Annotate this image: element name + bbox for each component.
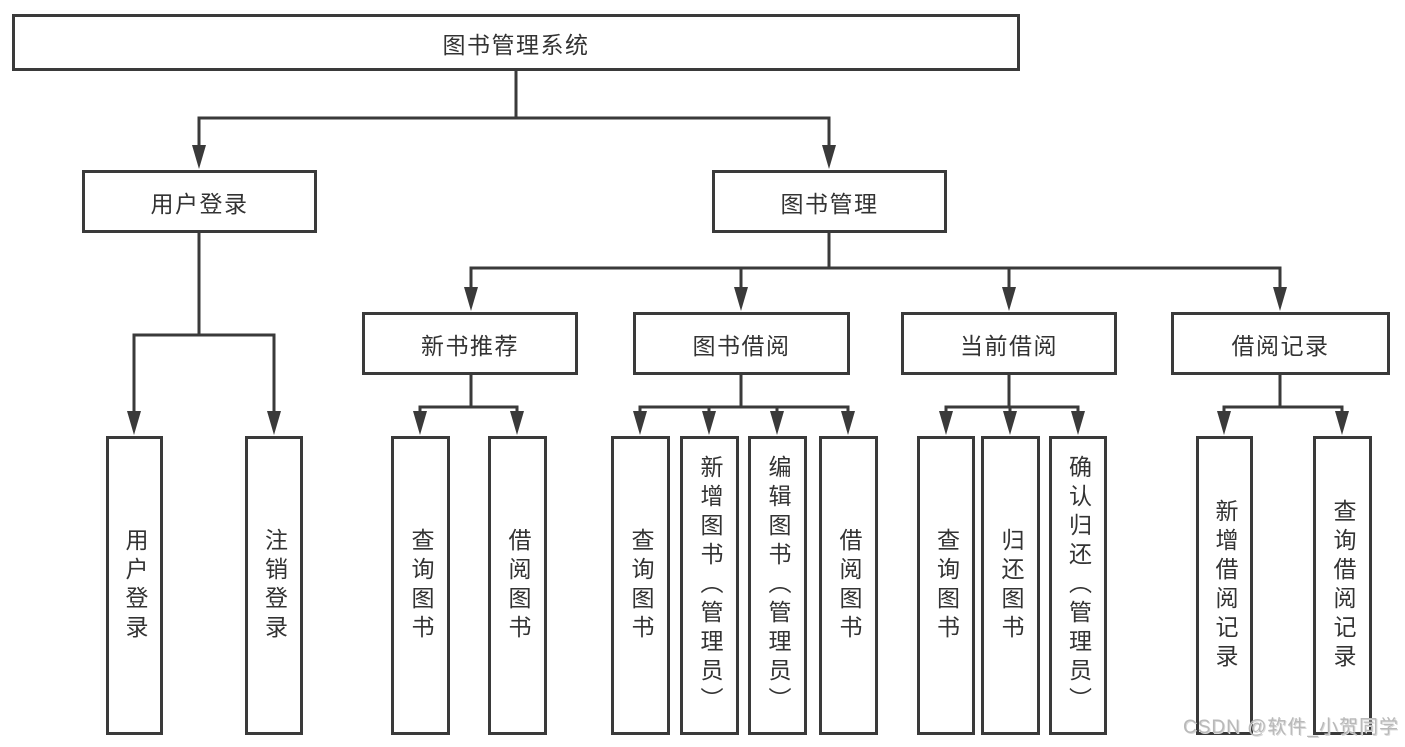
node-book-borrow-label: 图书借阅 (692, 332, 791, 359)
connector-current-borrow-branch (939, 373, 1085, 435)
connector-root-to-level1 (192, 69, 836, 169)
node-user-login-leaf: 用户登录 (106, 436, 163, 735)
node-user-login-leaf-label: 用户登录 (122, 527, 148, 644)
node-record-query-entry: 查询借阅记录 (1313, 436, 1372, 735)
node-logout-leaf: 注销登录 (245, 436, 303, 735)
node-new-book-rec: 新书推荐 (362, 312, 578, 375)
node-borrow-query-book: 查询图书 (611, 436, 670, 735)
node-book-mgmt: 图书管理 (712, 170, 947, 233)
node-current-confirm-return: 确认归还（管理员） (1049, 436, 1107, 735)
node-borrow-edit-book: 编辑图书（管理员） (748, 436, 807, 735)
node-current-borrow: 当前借阅 (901, 312, 1117, 375)
node-book-borrow: 图书借阅 (633, 312, 850, 375)
node-new-book-rec-label: 新书推荐 (421, 332, 519, 359)
node-current-query-book-label: 查询图书 (933, 527, 960, 644)
connector-new-book-rec-branch (413, 373, 524, 435)
connector-borrow-record-branch (1217, 373, 1349, 435)
connector-book-mgmt-to-level2 (464, 231, 1287, 311)
node-borrow-record: 借阅记录 (1171, 312, 1390, 375)
node-logout-leaf-label: 注销登录 (261, 527, 288, 644)
node-current-return-book: 归还图书 (981, 436, 1040, 735)
node-rec-borrow-book-label: 借阅图书 (505, 527, 531, 644)
node-user-login: 用户登录 (82, 170, 317, 233)
node-borrow-add-book-label: 新增图书（管理员） (697, 455, 723, 716)
node-current-confirm-return-label: 确认归还（管理员） (1065, 455, 1092, 716)
node-borrow-record-label: 借阅记录 (1231, 332, 1330, 359)
node-current-query-book: 查询图书 (917, 436, 975, 735)
node-borrow-add-book: 新增图书（管理员） (680, 436, 739, 735)
node-rec-query-book-label: 查询图书 (408, 527, 434, 644)
node-rec-borrow-book: 借阅图书 (488, 436, 547, 735)
node-root: 图书管理系统 (12, 14, 1020, 71)
node-user-login-label: 用户登录 (150, 190, 249, 217)
node-borrow-borrow-book: 借阅图书 (819, 436, 878, 735)
node-book-mgmt-label: 图书管理 (780, 190, 879, 217)
csdn-watermark: CSDN @软件_小贺同学 (1183, 717, 1399, 738)
node-root-label: 图书管理系统 (442, 31, 590, 58)
node-record-add-entry-label: 新增借阅记录 (1212, 498, 1238, 673)
node-borrow-query-book-label: 查询图书 (628, 527, 654, 644)
node-borrow-edit-book-label: 编辑图书（管理员） (765, 455, 791, 716)
node-borrow-borrow-book-label: 借阅图书 (836, 527, 862, 644)
node-rec-query-book: 查询图书 (391, 436, 450, 735)
connector-user-login-branch (127, 231, 281, 435)
node-current-borrow-label: 当前借阅 (960, 332, 1058, 359)
connector-book-borrow-branch (633, 373, 855, 435)
node-record-query-entry-label: 查询借阅记录 (1330, 498, 1356, 673)
node-record-add-entry: 新增借阅记录 (1196, 436, 1253, 735)
node-current-return-book-label: 归还图书 (998, 527, 1024, 644)
